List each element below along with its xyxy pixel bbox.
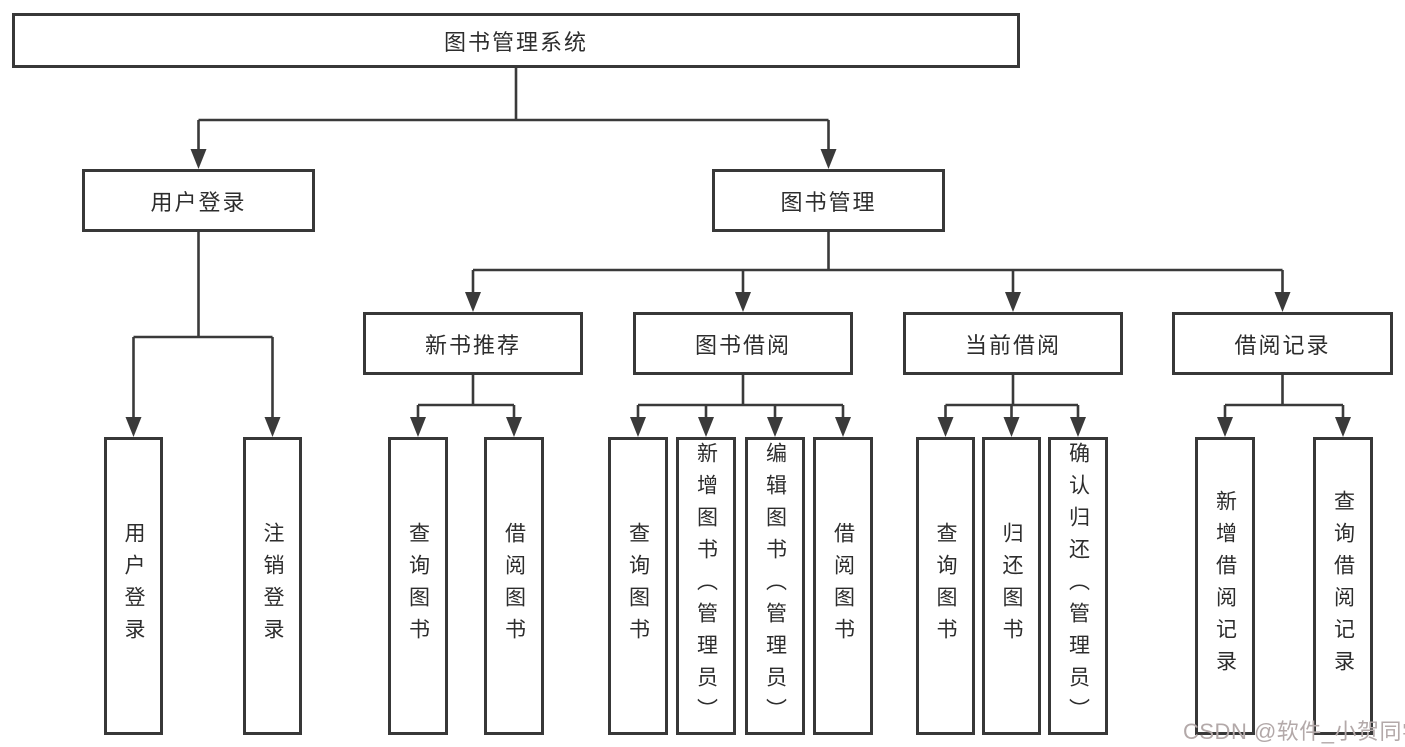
node-label: 新增借阅记录 — [1213, 490, 1237, 682]
arrowhead-icon — [1003, 417, 1020, 437]
node-book-borrowing: 图书借阅 — [633, 312, 853, 375]
node-leaf-query-books-recommend: 查询图书 — [388, 437, 448, 735]
node-label: 确认归还（管理员） — [1066, 442, 1090, 730]
node-current-borrowing: 当前借阅 — [903, 312, 1123, 375]
arrowhead-icon — [1005, 292, 1021, 312]
node-leaf-user-login: 用户登录 — [104, 437, 163, 735]
arrowhead-icon — [735, 292, 751, 312]
connector-new-book-recommendation-to-leaves — [410, 375, 522, 437]
node-leaf-query-books-borrowing: 查询图书 — [608, 437, 668, 735]
connector-borrowing-records-to-leaves — [1217, 375, 1351, 437]
node-leaf-add-borrow-record: 新增借阅记录 — [1195, 437, 1255, 735]
arrowhead-icon — [1335, 417, 1351, 437]
connector-user-login-to-leaves — [125, 232, 281, 437]
node-book-management: 图书管理 — [712, 169, 945, 232]
watermark: CSDN @软件_小贺同学 — [1183, 719, 1405, 744]
node-label: 图书借阅 — [694, 332, 791, 358]
node-label: 编辑图书（管理员） — [763, 442, 787, 730]
node-label: 查询图书 — [934, 522, 957, 650]
arrowhead-icon — [125, 417, 142, 437]
node-leaf-query-books-current: 查询图书 — [916, 437, 975, 735]
arrowhead-icon — [190, 149, 207, 169]
arrowhead-icon — [465, 292, 481, 312]
node-library-management-system: 图书管理系统 — [12, 13, 1020, 68]
connector-book-borrowing-to-leaves — [630, 375, 851, 437]
node-label: 归还图书 — [1000, 522, 1023, 650]
arrowhead-icon — [630, 417, 646, 437]
node-label: 注销登录 — [261, 522, 284, 650]
node-label: 借阅记录 — [1234, 332, 1331, 358]
arrowhead-icon — [1070, 417, 1086, 437]
node-label: 当前借阅 — [964, 332, 1061, 358]
node-label: 查询图书 — [626, 522, 650, 650]
connector-current-borrowing-to-leaves — [937, 375, 1086, 437]
node-borrowing-records: 借阅记录 — [1172, 312, 1393, 375]
node-label: 借阅图书 — [502, 522, 526, 650]
node-leaf-logout: 注销登录 — [243, 437, 302, 735]
arrowhead-icon — [1274, 292, 1291, 312]
node-label: 借阅图书 — [831, 522, 855, 650]
arrowhead-icon — [264, 417, 281, 437]
arrowhead-icon — [1217, 417, 1233, 437]
arrowhead-icon — [835, 417, 851, 437]
node-label: 用户登录 — [122, 522, 145, 650]
arrowhead-icon — [506, 417, 522, 437]
node-leaf-return-books: 归还图书 — [982, 437, 1041, 735]
arrowhead-icon — [410, 417, 426, 437]
node-leaf-add-books-admin: 新增图书（管理员） — [676, 437, 736, 735]
node-label: 图书管理系统 — [443, 29, 588, 55]
node-label: 用户登录 — [150, 189, 247, 215]
arrowhead-icon — [937, 417, 954, 437]
node-user-login: 用户登录 — [82, 169, 315, 232]
node-leaf-confirm-return-admin: 确认归还（管理员） — [1048, 437, 1108, 735]
node-label: 新书推荐 — [424, 332, 521, 358]
node-new-book-recommendation: 新书推荐 — [363, 312, 583, 375]
node-leaf-edit-books-admin: 编辑图书（管理员） — [745, 437, 805, 735]
arrowhead-icon — [767, 417, 783, 437]
node-label: 查询图书 — [406, 522, 430, 650]
node-leaf-query-borrow-record: 查询借阅记录 — [1313, 437, 1373, 735]
node-label: 新增图书（管理员） — [694, 442, 718, 730]
arrowhead-icon — [698, 417, 714, 437]
arrowhead-icon — [820, 149, 837, 169]
node-leaf-borrow-books-recommend: 借阅图书 — [484, 437, 544, 735]
connector-book-management-to-level3 — [465, 232, 1291, 312]
node-label: 图书管理 — [780, 189, 877, 215]
node-label: 查询借阅记录 — [1331, 490, 1355, 682]
node-leaf-borrow-books-borrowing: 借阅图书 — [813, 437, 873, 735]
connector-root-to-level2 — [190, 68, 837, 169]
